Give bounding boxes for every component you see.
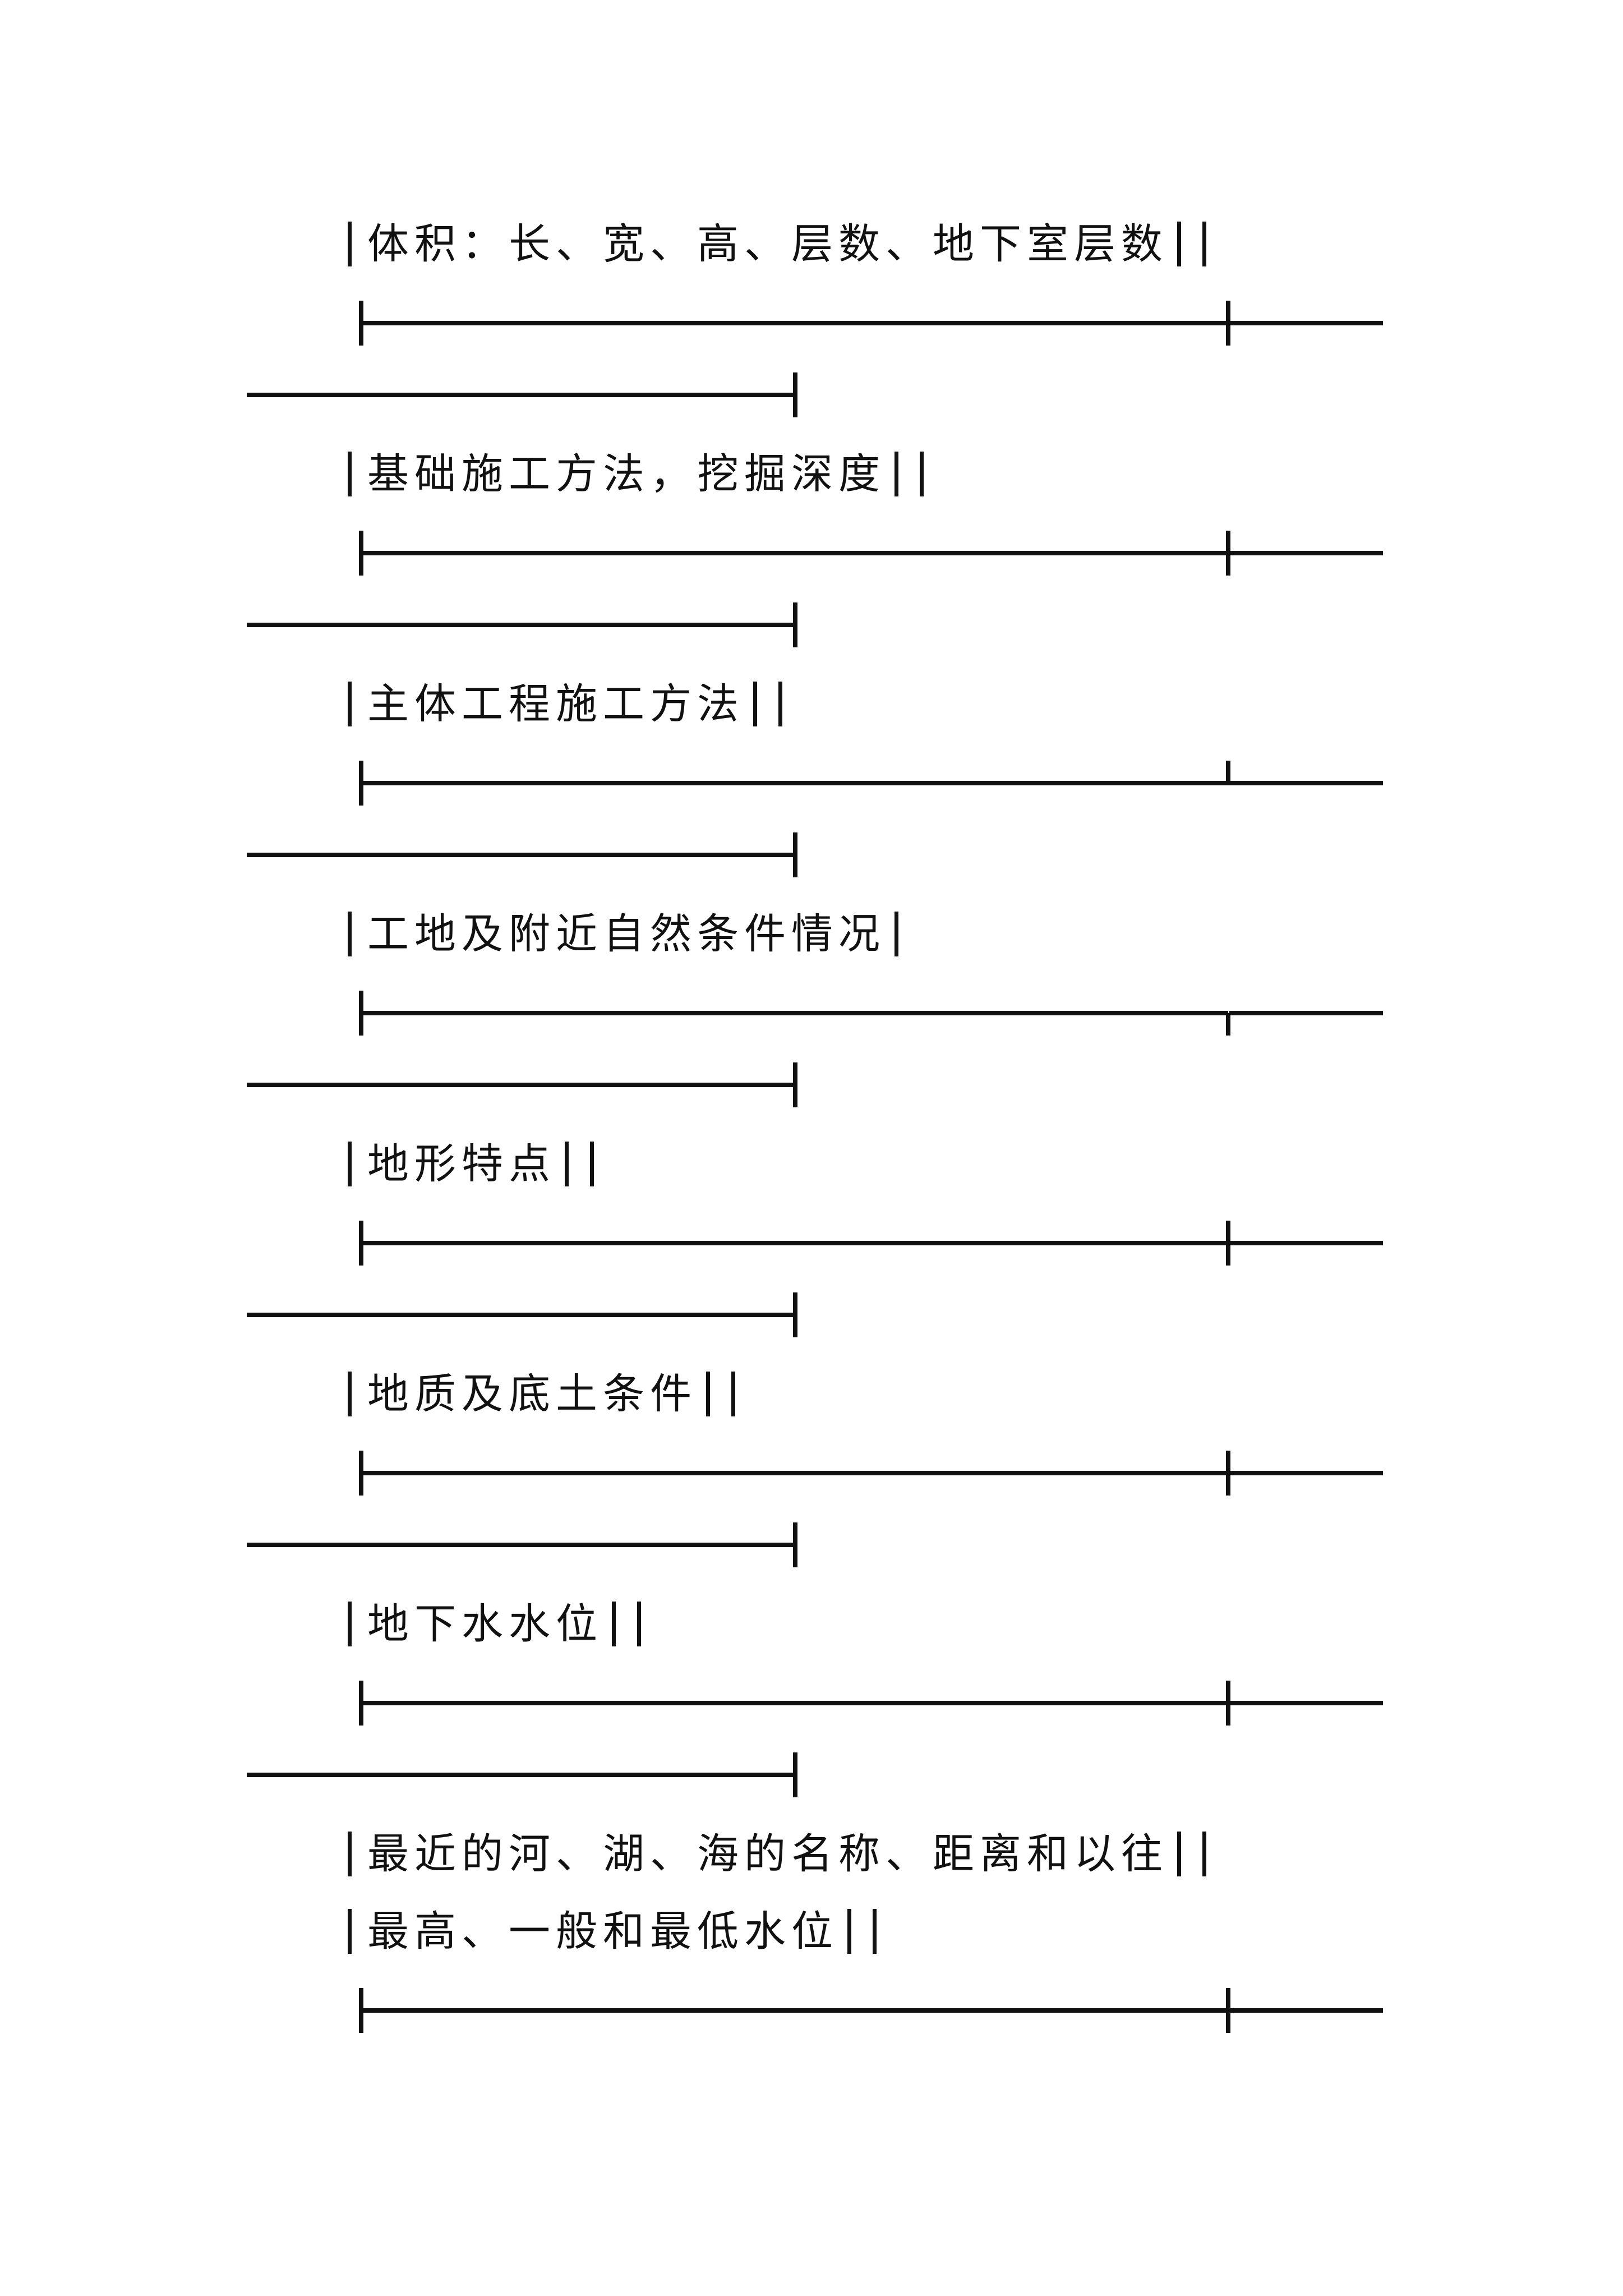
table-separator	[359, 1988, 1383, 2033]
cell-border-left	[348, 1372, 352, 1416]
cell-border-left	[348, 1602, 352, 1646]
table-row: 地下水水位	[348, 1593, 641, 1655]
table-row: 主体工程施工方法	[348, 673, 782, 735]
cell-border-mid	[753, 682, 757, 726]
table-separator-continuation	[247, 372, 797, 417]
row-label: 最近的河、湖、海的名称、距离和以往	[367, 1830, 1168, 1878]
table-row: 体积：长、宽、高、层数、地下室层数	[348, 213, 1206, 275]
table-row: 最近的河、湖、海的名称、距离和以往	[348, 1823, 1206, 1885]
table-row: 最高、一般和最低水位	[348, 1901, 877, 1962]
cell-border-left	[348, 682, 352, 726]
cell-border-right	[778, 682, 782, 726]
table-separator	[359, 301, 1383, 346]
cell-border-right	[731, 1372, 735, 1416]
cell-border-left	[348, 912, 352, 956]
table-separator-continuation	[247, 602, 797, 647]
cell-border-right	[590, 1142, 594, 1186]
cell-border-mid	[847, 1909, 851, 1954]
row-label: 工地及附近自然条件情况	[367, 910, 886, 958]
table-separator	[359, 1221, 1383, 1266]
row-label: 地下水水位	[367, 1600, 603, 1648]
cell-border-left	[348, 452, 352, 496]
table-row: 基础施工方法，挖掘深度	[348, 443, 924, 505]
table-separator	[359, 1681, 1383, 1726]
table-separator-continuation	[247, 1292, 797, 1337]
cell-border-mid	[1177, 222, 1181, 266]
table-row: 地质及底土条件	[348, 1363, 735, 1425]
table-separator-continuation	[247, 1752, 797, 1797]
cell-border-right	[920, 452, 924, 496]
table-separator	[359, 761, 1383, 806]
cell-border-left	[348, 1909, 352, 1954]
row-label: 体积：长、宽、高、层数、地下室层数	[367, 220, 1168, 268]
table-row: 地形特点	[348, 1133, 594, 1195]
cell-border-right	[1202, 1832, 1206, 1876]
table-separator	[359, 991, 1383, 1036]
cell-border-mid	[895, 452, 898, 496]
cell-border-right	[1202, 222, 1206, 266]
table-separator-continuation	[247, 832, 797, 877]
cell-border-left	[348, 222, 352, 266]
cell-border-mid	[612, 1602, 616, 1646]
table-row: 工地及附近自然条件情况	[348, 903, 898, 965]
cell-border-left	[348, 1142, 352, 1186]
table-separator	[359, 1451, 1383, 1496]
table-separator-continuation	[247, 1522, 797, 1567]
row-label: 主体工程施工方法	[367, 680, 744, 728]
table-separator	[359, 531, 1383, 576]
cell-border-mid	[1177, 1832, 1181, 1876]
cell-border-mid	[565, 1142, 569, 1186]
cell-border-mid	[706, 1372, 710, 1416]
cell-border-left	[348, 1832, 352, 1876]
row-label: 基础施工方法，挖掘深度	[367, 450, 886, 498]
cell-border-right	[637, 1602, 641, 1646]
row-label: 地形特点	[367, 1140, 556, 1188]
table-separator-continuation	[247, 1062, 797, 1107]
cell-border-mid	[895, 912, 898, 956]
row-label: 地质及底土条件	[367, 1370, 697, 1418]
row-label: 最高、一般和最低水位	[367, 1907, 838, 1955]
cell-border-right	[873, 1909, 877, 1954]
